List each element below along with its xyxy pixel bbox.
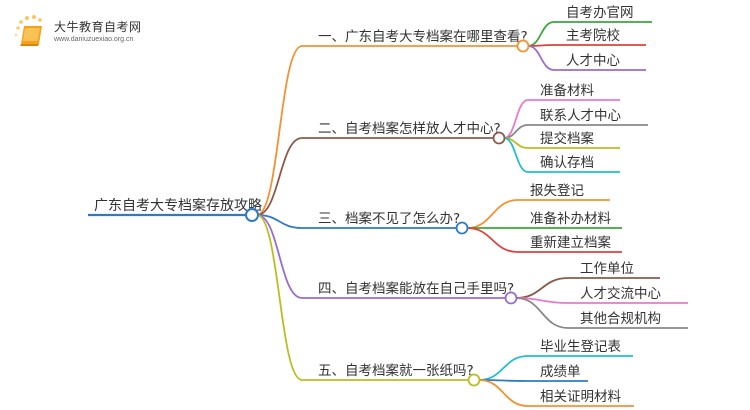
logo: 大牛教育自考网 www.daniuzuexiao.org.cn: [12, 12, 162, 52]
branch-link: [256, 137, 303, 216]
mind-map-links: [88, 21, 688, 407]
child-link: [527, 44, 555, 47]
branch-label[interactable]: 五、自考档案就一张纸吗?: [318, 362, 474, 379]
root-node-handle[interactable]: [245, 208, 259, 222]
branch-collapse-handle[interactable]: [516, 39, 530, 53]
child-link: [515, 277, 569, 299]
child-label[interactable]: 确认存档: [540, 155, 594, 171]
child-label[interactable]: 工作单位: [580, 261, 634, 277]
child-label[interactable]: 成绩单: [540, 364, 581, 380]
child-label[interactable]: 人才交流中心: [580, 285, 661, 302]
book-icon: [14, 15, 42, 46]
child-link: [478, 379, 529, 407]
child-label[interactable]: 相关证明材料: [540, 389, 621, 405]
child-label[interactable]: 毕业生登记表: [540, 339, 621, 355]
branch-collapse-handle[interactable]: [504, 291, 518, 305]
child-link: [515, 297, 569, 329]
child-label[interactable]: 重新建立档案: [530, 234, 611, 251]
branch-link: [256, 214, 303, 299]
child-label[interactable]: 主考院校: [566, 27, 620, 44]
branch-collapse-handle[interactable]: [467, 373, 481, 387]
branch-label[interactable]: 四、自考档案能放在自己手里吗?: [318, 280, 514, 297]
child-label[interactable]: 人才中心: [566, 53, 620, 69]
branch-collapse-handle[interactable]: [455, 221, 469, 235]
child-label[interactable]: 联系人才中心: [540, 108, 621, 124]
branch-link: [256, 214, 303, 229]
logo-url: www.daniuzuexiao.org.cn: [54, 36, 134, 43]
branch-label[interactable]: 二、自考档案怎样放人才中心?: [318, 120, 501, 137]
child-link: [466, 199, 519, 229]
child-link: [527, 45, 555, 71]
child-label[interactable]: 准备补办材料: [530, 210, 611, 227]
branch-label[interactable]: 一、广东自考大专档案在哪里查看?: [318, 28, 528, 45]
mind-map-nodes: 广东自考大专档案存放攻略 一、广东自考大专档案在哪里查看? 自考办官网主考院校人才中…: [94, 5, 661, 405]
child-link: [478, 355, 529, 381]
branch-collapse-handle[interactable]: [492, 131, 506, 145]
child-label[interactable]: 准备材料: [540, 82, 594, 99]
child-label[interactable]: 提交档案: [540, 130, 594, 147]
child-link: [503, 137, 529, 173]
child-link: [527, 21, 555, 47]
child-link: [466, 227, 519, 253]
branch-label[interactable]: 三、档案不见了怎么办?: [318, 210, 460, 227]
child-label[interactable]: 自考办官网: [566, 5, 634, 21]
branch-link: [256, 214, 303, 381]
root-label[interactable]: 广东自考大专档案存放攻略: [94, 197, 262, 214]
child-label[interactable]: 报失登记: [530, 183, 584, 199]
logo-title: 大牛教育自考网: [54, 20, 142, 34]
child-label[interactable]: 其他合规机构: [580, 311, 661, 327]
branch-link: [256, 45, 303, 216]
